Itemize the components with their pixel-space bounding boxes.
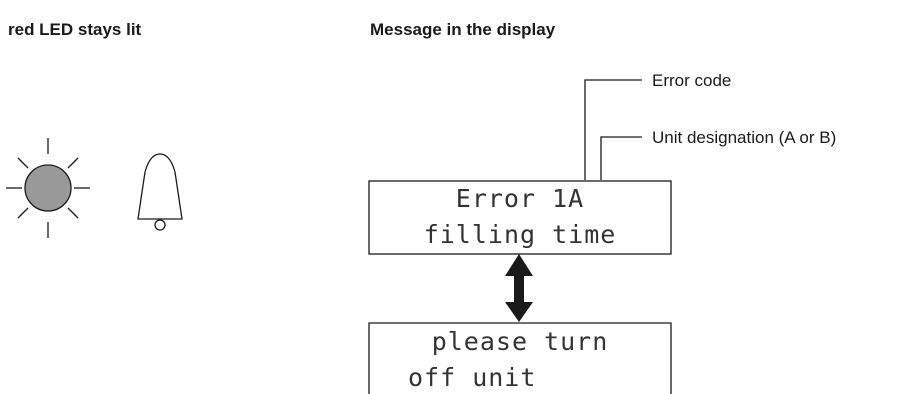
display-top-line2: filling time xyxy=(424,220,617,249)
display-bottom: please turn off unit xyxy=(368,322,672,394)
unit-designation-label: Unit designation (A or B) xyxy=(652,128,836,147)
display-bottom-line2: off unit xyxy=(408,363,536,392)
bell-icon xyxy=(137,153,183,231)
error-code-leader xyxy=(584,79,642,180)
error-code-label: Error code xyxy=(652,71,731,90)
double-arrow-icon xyxy=(505,254,533,322)
led-icon xyxy=(6,138,90,238)
display-bottom-line1: please turn xyxy=(432,327,609,356)
display-heading: Message in the display xyxy=(370,20,556,39)
display-top: Error 1A filling time xyxy=(368,180,672,255)
led-heading: red LED stays lit xyxy=(8,20,142,39)
unit-designation-leader xyxy=(600,136,642,180)
display-top-line1: Error 1A xyxy=(456,184,584,213)
